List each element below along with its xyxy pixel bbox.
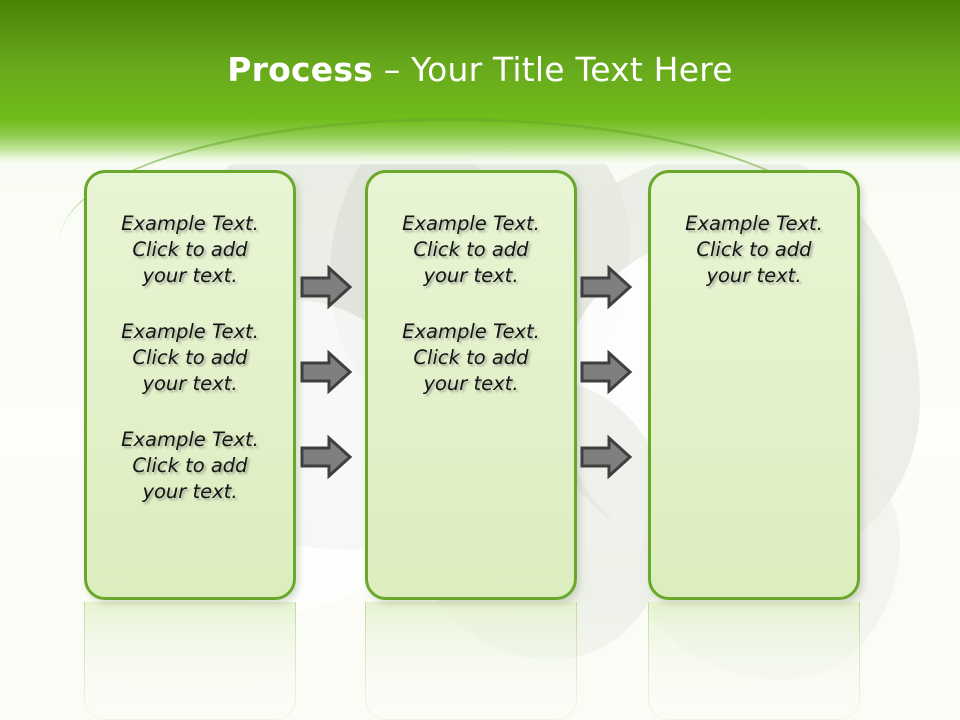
banner-swoosh-curve [60,118,840,241]
box-reflection [84,602,296,720]
right-arrow-icon [580,349,633,395]
right-arrow-icon [300,264,353,310]
page-title-rest: – Your Title Text Here [373,50,733,89]
page-title-strong: Process [227,50,374,89]
box-reflection [365,602,577,720]
step-paragraph: Example Text. Click to add your text. [121,320,259,395]
process-step-2[interactable]: Example Text. Click to add your text. Ex… [365,170,577,600]
right-arrow-icon [300,434,353,480]
right-arrow-icon [580,264,633,310]
right-arrow-icon [580,434,633,480]
box-reflection [648,602,860,720]
step-paragraph: Example Text. Click to add your text. [402,212,540,287]
title-banner [0,0,960,165]
banner-sheen [0,0,960,120]
step-paragraph: Example Text. Click to add your text. [685,212,823,287]
step-paragraph: Example Text. Click to add your text. [402,320,540,395]
right-arrow-icon [300,349,353,395]
page-title: Process – Your Title Text Here [0,50,960,90]
process-step-3[interactable]: Example Text. Click to add your text. [648,170,860,600]
step-paragraph: Example Text. Click to add your text. [121,212,259,287]
process-step-1[interactable]: Example Text. Click to add your text. Ex… [84,170,296,600]
step-paragraph: Example Text. Click to add your text. [121,428,259,503]
